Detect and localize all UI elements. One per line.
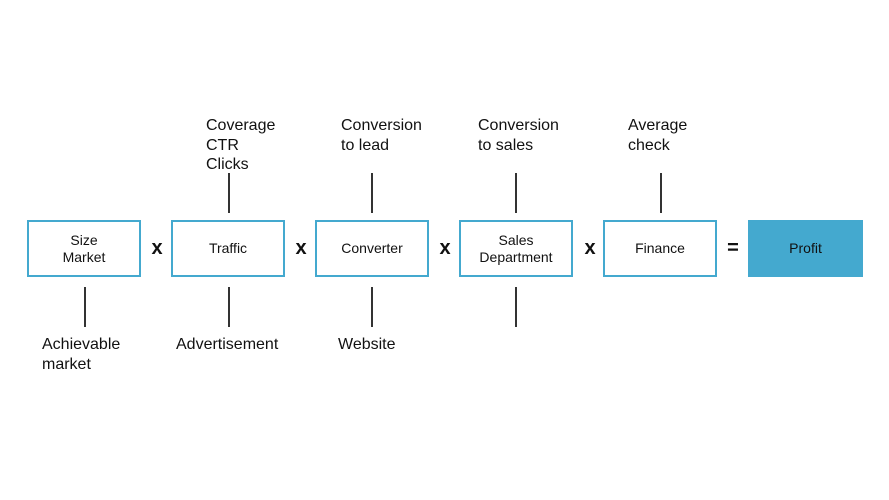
bottom-connector-size-market: [84, 287, 86, 327]
bottom-label-size-market: Achievable market: [42, 336, 121, 373]
size-market-box: Size Market: [27, 220, 141, 277]
equals-operator: =: [727, 237, 739, 259]
top-connector-sales: [515, 173, 517, 213]
top-label-traffic: Coverage CTR Clicks: [206, 117, 276, 173]
bottom-connector-sales: [515, 287, 517, 327]
bottom-label-converter: Website: [338, 336, 396, 353]
finance-box: Finance: [603, 220, 717, 277]
bottom-label-traffic: Advertisement: [176, 336, 279, 353]
bottom-connector-traffic: [228, 287, 230, 327]
top-connector-converter: [371, 173, 373, 213]
bottom-connector-converter: [371, 287, 373, 327]
profit-box: Profit: [748, 220, 863, 277]
multiply-operator-1: x: [151, 237, 163, 259]
top-label-finance: Average check: [628, 117, 688, 154]
top-connector-traffic: [228, 173, 230, 213]
sales-department-box: Sales Department: [459, 220, 573, 277]
multiply-operator-4: x: [584, 237, 596, 259]
top-label-converter: Conversion to lead: [341, 117, 422, 154]
top-connector-finance: [660, 173, 662, 213]
traffic-box: Traffic: [171, 220, 285, 277]
multiply-operator-2: x: [295, 237, 307, 259]
multiply-operator-3: x: [439, 237, 451, 259]
converter-box: Converter: [315, 220, 429, 277]
top-label-sales: Conversion to sales: [478, 117, 559, 154]
